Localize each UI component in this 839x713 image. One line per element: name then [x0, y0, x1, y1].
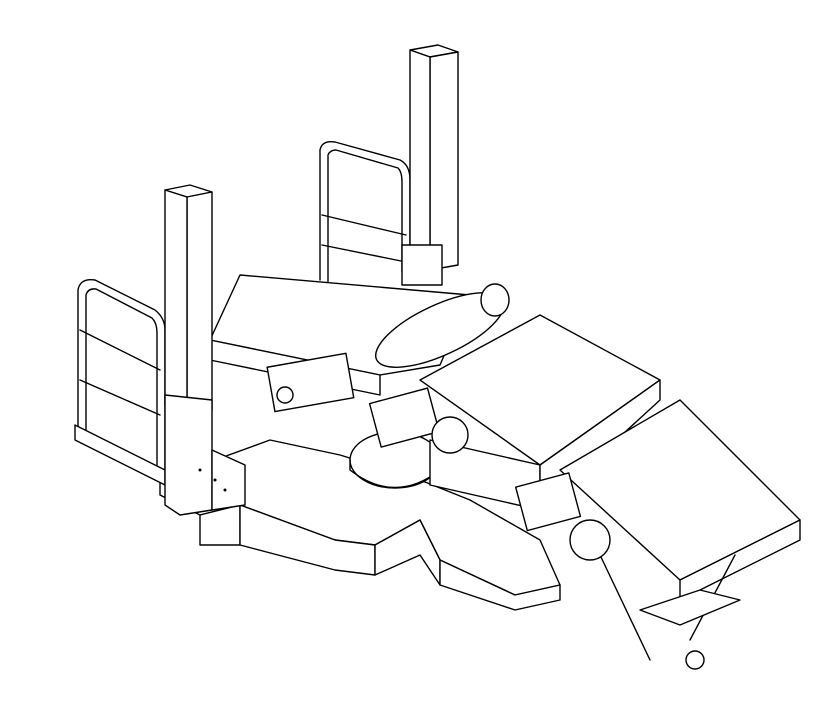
left-column — [164, 184, 246, 516]
inclined-conveyor — [514, 399, 801, 670]
left-railing — [74, 279, 166, 486]
upper-conveyor — [209, 274, 510, 413]
right-column — [401, 44, 459, 286]
back-railing — [319, 140, 411, 283]
